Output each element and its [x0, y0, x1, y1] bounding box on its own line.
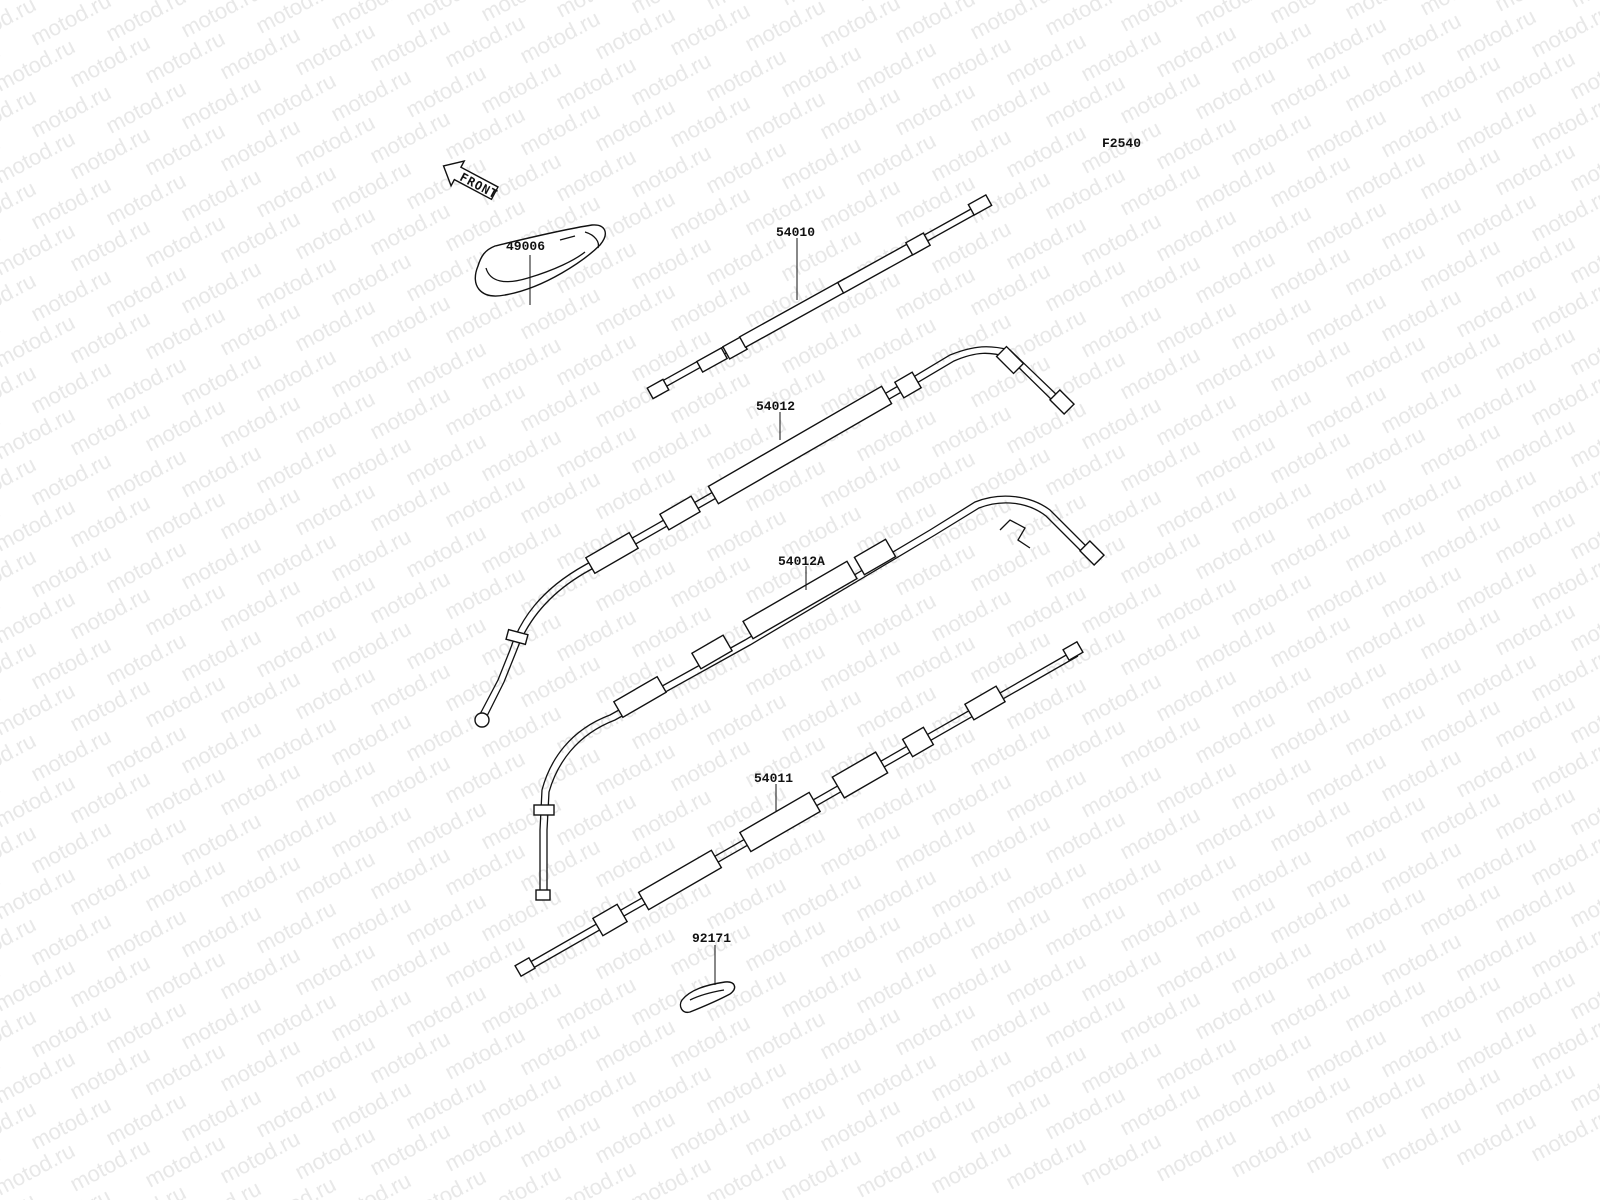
watermark-text: motod.ru: [627, 1152, 715, 1200]
watermark-text: motod.ru: [327, 1168, 415, 1200]
part-54012A[interactable]: 54012A: [533, 495, 1106, 901]
part-label-54012: 54012: [756, 399, 795, 414]
watermark-text: motod.ru: [1341, 0, 1429, 24]
watermark-text: motod.ru: [177, 1176, 265, 1200]
part-92171[interactable]: 92171: [679, 931, 736, 1014]
watermark-text: motod.ru: [252, 1172, 340, 1200]
watermark-text: motod.ru: [1491, 0, 1579, 16]
watermark-text: motod.ru: [1377, 1112, 1465, 1175]
watermark-text: motod.ru: [1416, 0, 1504, 20]
watermark-text: motod.ru: [102, 1180, 190, 1200]
watermark-text: motod.ru: [1002, 1132, 1090, 1195]
watermark-text: motod.ru: [702, 1148, 790, 1200]
part-label-49006: 49006: [506, 239, 545, 254]
watermark-text: motod.ru: [1302, 1116, 1390, 1179]
watermark-text: motod.ru: [852, 1140, 940, 1200]
watermark-text: motod.ru: [1116, 0, 1204, 36]
part-54010[interactable]: 54010: [646, 193, 993, 400]
watermark-text: motod.ru: [1077, 1128, 1165, 1191]
part-54011[interactable]: 54011: [514, 640, 1084, 978]
part-49006[interactable]: 49006: [474, 224, 606, 305]
part-label-54011: 54011: [754, 771, 793, 786]
part-label-54012A: 54012A: [778, 554, 825, 569]
watermark-text: motod.ru: [1452, 1108, 1540, 1171]
watermark-text: motod.ru: [777, 1144, 865, 1200]
part-label-92171: 92171: [692, 931, 731, 946]
watermark-text: motod.ru: [402, 1164, 490, 1200]
part-label-54010: 54010: [776, 225, 815, 240]
watermark-text: motod.ru: [1227, 1120, 1315, 1183]
diagram-code: F2540: [1102, 136, 1141, 151]
part-54012[interactable]: 54012: [474, 345, 1076, 728]
watermark-text: motod.ru: [1527, 1104, 1600, 1167]
watermark-text: motod.ru: [927, 1136, 1015, 1199]
watermark-text: motod.ru: [1191, 0, 1279, 32]
watermark-text: motod.ru: [1152, 1124, 1240, 1187]
watermark-text: motod.ru: [477, 1160, 565, 1200]
watermark-text: motod.ru: [741, 0, 829, 56]
watermark-text: motod.ru: [1041, 0, 1129, 40]
watermark-text: motod.ru: [966, 0, 1054, 44]
